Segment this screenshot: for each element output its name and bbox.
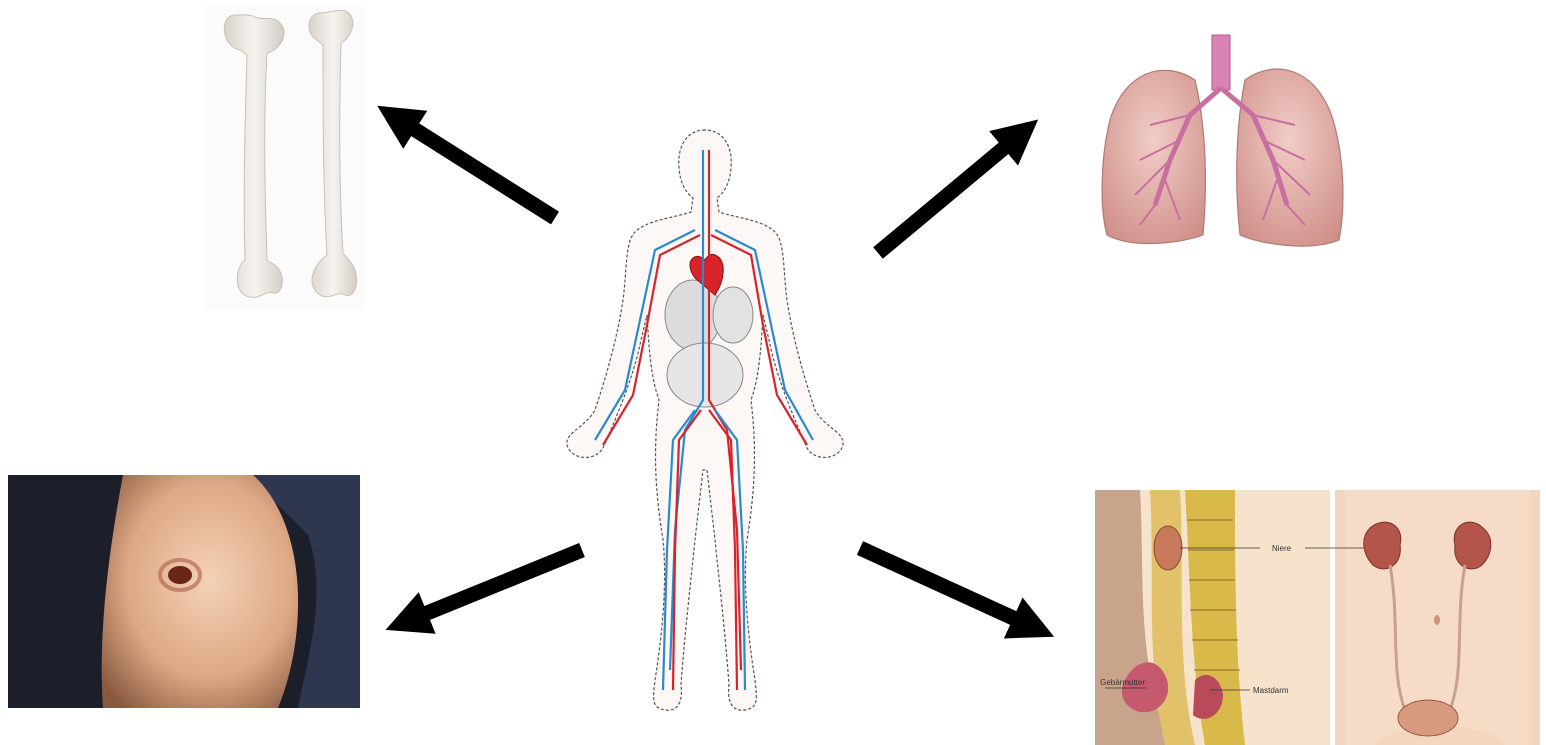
arrow-to-lungs xyxy=(878,133,1022,253)
arrow-to-urinary xyxy=(860,548,1035,628)
arrow-to-knee xyxy=(405,550,582,622)
arrow-to-bones xyxy=(395,117,555,218)
